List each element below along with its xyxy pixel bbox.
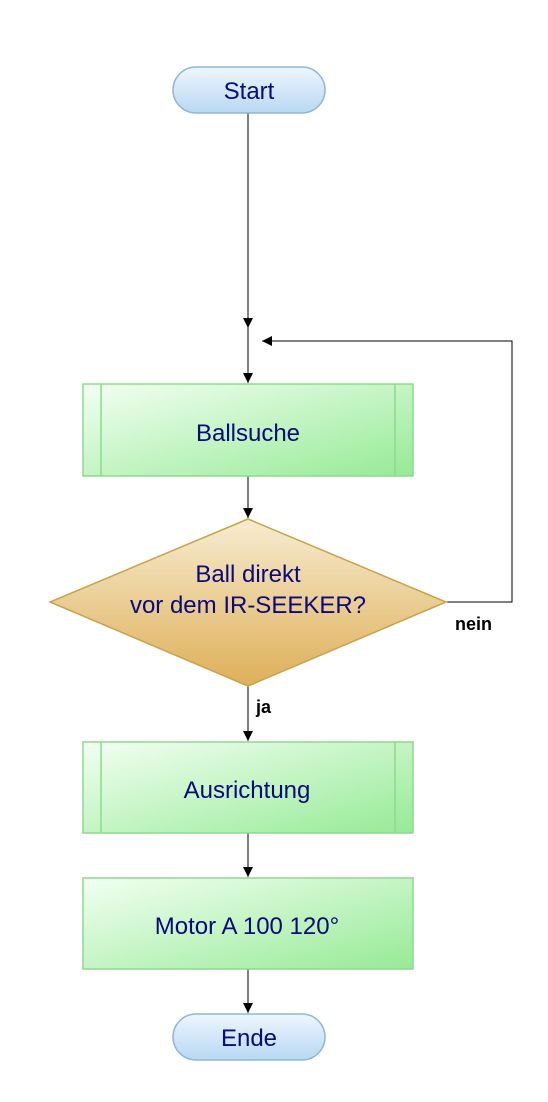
ballsuche-node: Ballsuche <box>82 383 414 477</box>
motor-label: Motor A 100 120° <box>155 913 339 940</box>
edge-label-no: nein <box>455 614 492 634</box>
end-label: Ende <box>221 1025 277 1052</box>
start-label: Start <box>224 78 275 105</box>
edge-label-yes: ja <box>255 697 272 717</box>
motor-node: Motor A 100 120° <box>82 877 414 970</box>
connectors <box>243 113 513 1013</box>
decision-label-line2: vor dem IR-SEEKER? <box>130 592 366 619</box>
decision-label-line1: Ball direkt <box>195 561 301 588</box>
end-node: Ende <box>172 1013 326 1061</box>
ausrichtung-label: Ausrichtung <box>184 777 311 804</box>
start-node: Start <box>172 66 326 114</box>
decision-node: Ball direkt vor dem IR-SEEKER? <box>48 518 448 687</box>
ballsuche-label: Ballsuche <box>196 420 300 447</box>
ausrichtung-node: Ausrichtung <box>82 741 414 834</box>
edge-decision-no-loop <box>262 336 513 603</box>
